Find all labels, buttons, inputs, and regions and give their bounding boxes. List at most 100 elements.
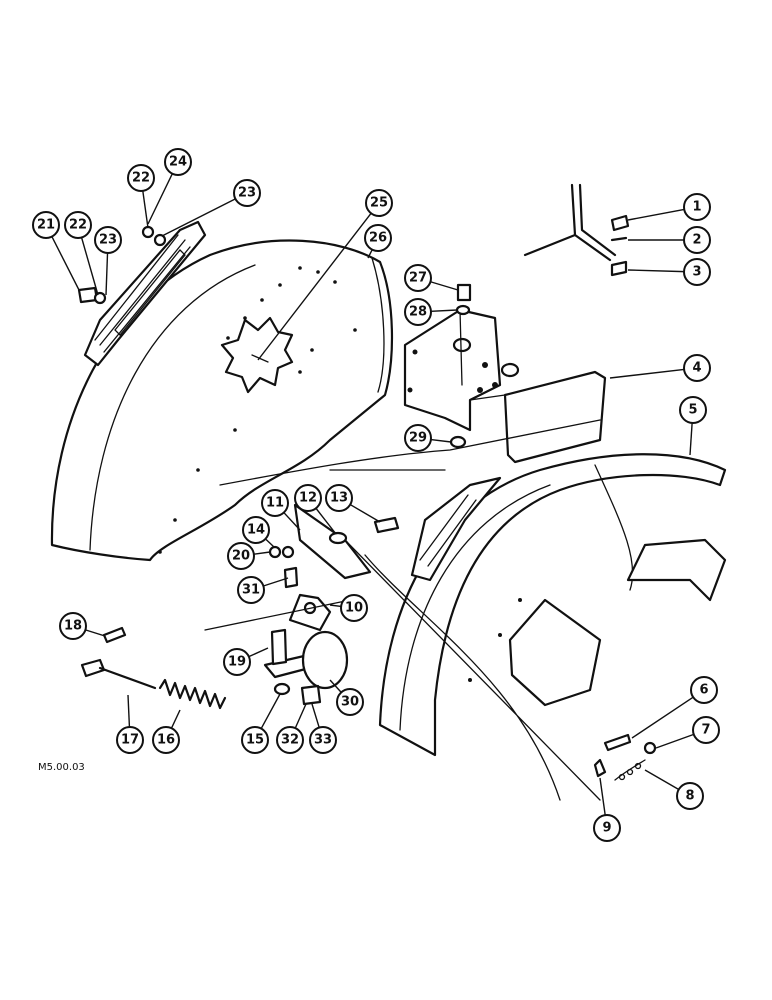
callout-leader-8 [644, 769, 680, 791]
callout-leader-14 [264, 538, 275, 548]
callout-circle [593, 814, 621, 842]
support-bracket [403, 308, 607, 464]
callout-leader-23 [161, 198, 236, 237]
callout-number: 33 [314, 733, 332, 748]
callout-leader-18 [85, 629, 106, 637]
callout-number: 4 [692, 361, 701, 376]
callout-31: 31 [237, 576, 265, 604]
callout-25: 25 [365, 189, 393, 217]
callout-leader-1 [627, 208, 685, 221]
callout-circle [223, 648, 251, 676]
callout-leader-27 [430, 281, 459, 291]
callout-number: 1 [692, 200, 701, 215]
callout-number: 28 [409, 305, 427, 320]
callout-number: 30 [341, 695, 359, 710]
callout-circle [261, 489, 289, 517]
callout-leader-21 [51, 236, 80, 291]
callout-number: 12 [299, 491, 317, 506]
callout-circle [340, 594, 368, 622]
callout-6: 6 [690, 676, 718, 704]
callout-circle [309, 726, 337, 754]
callout-circle [679, 396, 707, 424]
callout-number: 18 [64, 619, 82, 634]
callout-13: 13 [325, 484, 353, 512]
callout-leader-12 [315, 507, 337, 535]
callout-22: 22 [64, 211, 92, 239]
callout-number: 7 [701, 723, 710, 738]
callout-30: 30 [336, 688, 364, 716]
pin-and-chain [593, 733, 657, 781]
callout-number: 11 [266, 496, 284, 511]
callout-18: 18 [59, 612, 87, 640]
callout-3: 3 [683, 258, 711, 286]
callout-leader-16 [170, 709, 181, 729]
callout-circle [237, 576, 265, 604]
callout-number: 20 [232, 549, 250, 564]
callout-circle [690, 676, 718, 704]
callout-number: 19 [228, 655, 246, 670]
callout-leader-20 [253, 551, 271, 555]
callout-leader-26 [367, 249, 373, 259]
callout-number: 23 [99, 233, 117, 248]
callout-leader-10 [329, 604, 342, 608]
callout-circle [404, 298, 432, 326]
callout-leader-23 [105, 252, 109, 296]
callout-20: 20 [227, 542, 255, 570]
callout-number: 5 [688, 403, 697, 418]
callout-5: 5 [679, 396, 707, 424]
callout-number: 32 [281, 733, 299, 748]
callout-21: 21 [32, 211, 60, 239]
callout-26: 26 [364, 224, 392, 252]
callout-number: 17 [121, 733, 139, 748]
callout-12: 12 [294, 484, 322, 512]
callout-circle [683, 354, 711, 382]
left-fender [50, 239, 394, 562]
callout-leader-15 [260, 693, 281, 729]
callout-leader-31 [263, 577, 289, 587]
callout-number: 22 [69, 218, 87, 233]
callout-number: 9 [602, 821, 611, 836]
callout-circle [152, 726, 180, 754]
callout-8: 8 [676, 782, 704, 810]
callout-number: 6 [699, 683, 708, 698]
callout-24: 24 [164, 148, 192, 176]
drawing-reference: M5.00.03 [38, 762, 85, 773]
callout-circle [404, 264, 432, 292]
callout-circle [116, 726, 144, 754]
callout-circle [325, 484, 353, 512]
callout-1: 1 [683, 193, 711, 221]
callout-27: 27 [404, 264, 432, 292]
callout-circle [241, 726, 269, 754]
callout-leader-11 [283, 512, 301, 531]
callout-32: 32 [276, 726, 304, 754]
callout-number: 24 [169, 155, 187, 170]
callout-circle [692, 716, 720, 744]
callout-leader-30 [329, 679, 342, 693]
callout-circle [164, 148, 192, 176]
callout-leader-19 [248, 647, 269, 658]
callout-number: 27 [409, 271, 427, 286]
callout-leader-32 [294, 703, 307, 729]
callout-leader-6 [631, 696, 694, 739]
callout-circle [233, 179, 261, 207]
callout-circle [676, 782, 704, 810]
callout-circle [365, 189, 393, 217]
callout-7: 7 [692, 716, 720, 744]
callout-leader-17 [127, 694, 131, 728]
callout-14: 14 [242, 516, 270, 544]
left-step-plate [83, 220, 207, 367]
callout-number: 26 [369, 231, 387, 246]
callout-leader-5 [689, 422, 693, 456]
callout-10: 10 [340, 594, 368, 622]
callout-circle [64, 211, 92, 239]
callout-number: 25 [370, 196, 388, 211]
callout-number: 15 [246, 733, 264, 748]
callout-circle [59, 612, 87, 640]
callout-leader-25 [257, 212, 372, 361]
callout-leader-13 [349, 503, 381, 523]
callout-9: 9 [593, 814, 621, 842]
callout-15: 15 [241, 726, 269, 754]
callout-leader-22 [80, 237, 99, 296]
callout-number: 21 [37, 218, 55, 233]
